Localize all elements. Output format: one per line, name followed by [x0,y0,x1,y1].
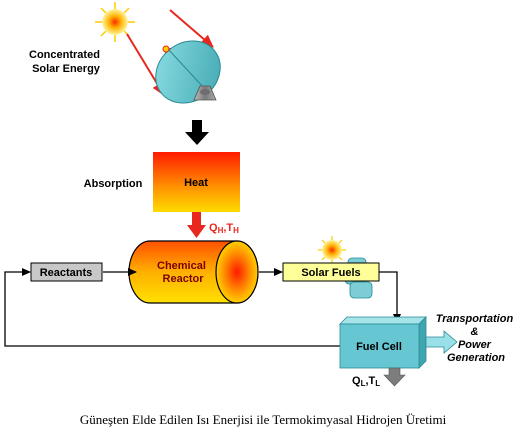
concentrated-solar-label: Concentrated Solar Energy [29,49,103,75]
output-label: Transportation & Power Generation [436,313,516,364]
reactor-label: Chemical Reactor [157,260,209,285]
output-arrow [425,330,458,354]
waste-heat-arrow [383,367,406,387]
ql-tl-label: QL,TL [352,375,380,388]
reactants-box [30,262,103,282]
dish-to-heat-arrow [185,120,209,145]
recycle-loop-line [4,268,340,347]
small-sun-icon [318,236,346,264]
heat-box [153,152,240,212]
figure-caption: Güneşten Elde Edilen Isı Enerjisi ile Te… [79,412,447,427]
qh-th-label: QH,TH [209,222,239,235]
fuel-cell [339,316,427,369]
solar-fuels-label: Solar Fuels [301,267,360,279]
solar-hydrogen-diagram: Concentrated Solar Energy Heat Absorptio… [4,2,516,388]
sun-icon [95,2,135,42]
absorption-label: Absorption [84,178,143,190]
reactants-label: Reactants [40,267,93,279]
solar-dish-icon [155,40,221,104]
heat-to-reactor-arrow [187,212,206,238]
heat-label: Heat [184,177,208,189]
fuels-to-fuelcell-arrow [379,271,401,323]
fuel-cell-label: Fuel Cell [356,341,402,353]
chemical-reactor [128,240,259,304]
